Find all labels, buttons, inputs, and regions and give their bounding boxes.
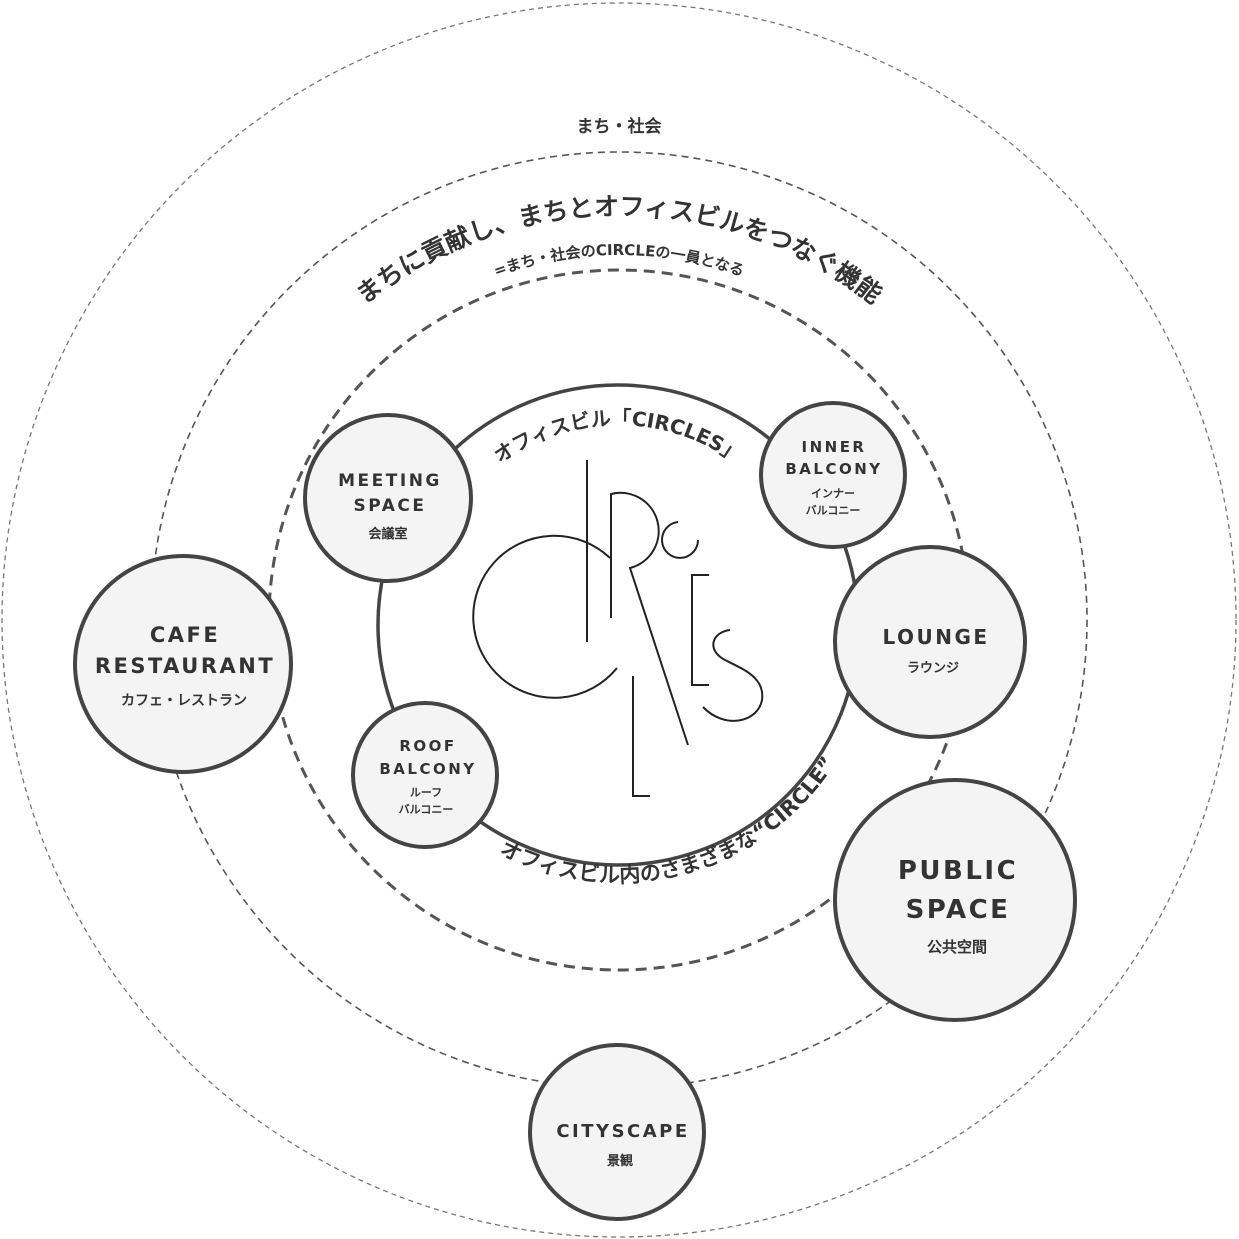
- node-cafe-restaurant[interactable]: CAFE RESTAURANT カフェ・レストラン: [73, 554, 293, 774]
- node-jp-label: バルコニー: [399, 803, 454, 816]
- circles-logo: [472, 460, 764, 797]
- node-en-label: SPACE: [906, 895, 1011, 925]
- node-jp-label: 会議室: [368, 526, 407, 542]
- inner-bottom-label: オフィスビル内のさまざまな“CIRCLE”: [497, 752, 840, 887]
- node-en-label: RESTAURANT: [95, 654, 275, 678]
- node-cityscape[interactable]: CITYSCAPE 景観: [528, 1043, 706, 1221]
- node-en-label: SPACE: [354, 496, 427, 516]
- node-jp-label: ラウンジ: [907, 661, 959, 676]
- middle-ring-subtitle: =まち・社会のCIRCLEの一員となる: [491, 241, 746, 280]
- node-en-label: INNER: [802, 438, 867, 456]
- node-jp-label: 景観: [607, 1153, 633, 1169]
- node-inner-balcony[interactable]: INNER BALCONY インナー バルコニー: [759, 401, 907, 549]
- inner-top-label: オフィスビル「CIRCLES」: [489, 406, 746, 468]
- node-jp-label: カフェ・レストラン: [121, 693, 247, 709]
- node-meeting-space[interactable]: MEETING SPACE 会議室: [303, 413, 473, 583]
- outer-ring-label: まち・社会: [577, 116, 662, 137]
- node-en-label: LOUNGE: [882, 625, 989, 649]
- node-en-label: MEETING: [338, 471, 442, 491]
- node-jp-label: バルコニー: [806, 504, 861, 517]
- node-en-label: ROOF: [399, 737, 456, 755]
- node-jp-label: ルーフ: [410, 786, 442, 799]
- node-jp-label: 公共空間: [927, 938, 987, 956]
- node-en-label: PUBLIC: [898, 856, 1018, 886]
- node-en-label: BALCONY: [785, 460, 882, 478]
- node-en-label: BALCONY: [379, 760, 476, 778]
- node-en-label: CAFE: [150, 623, 220, 647]
- node-en-label: CITYSCAPE: [556, 1121, 689, 1142]
- node-public-space[interactable]: PUBLIC SPACE 公共空間: [833, 778, 1077, 1022]
- node-jp-label: インナー: [811, 487, 855, 500]
- node-lounge[interactable]: LOUNGE ラウンジ: [833, 545, 1027, 739]
- node-roof-balcony[interactable]: ROOF BALCONY ルーフ バルコニー: [351, 701, 499, 849]
